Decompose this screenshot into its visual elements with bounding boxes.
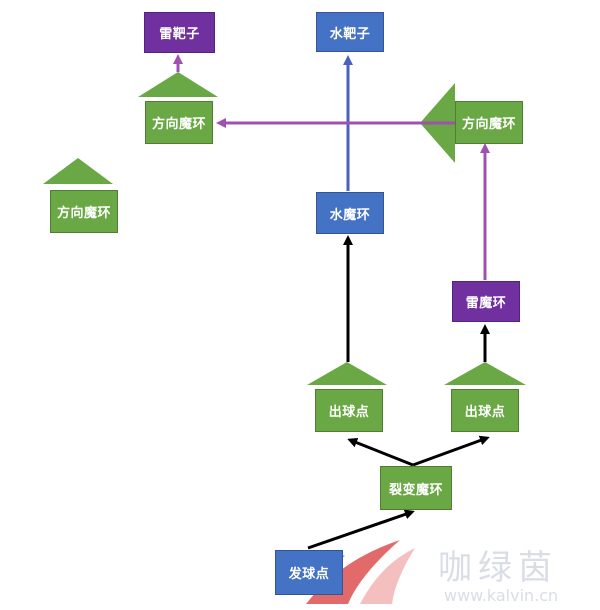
node-label: 方向魔环 xyxy=(461,117,516,132)
node-label: 出球点 xyxy=(328,405,370,420)
fission-ring-node: 裂变魔环 xyxy=(380,466,452,510)
node-label: 裂变魔环 xyxy=(388,482,443,498)
node-label: 出球点 xyxy=(464,405,506,420)
direction-up-arrow-icon xyxy=(444,362,526,385)
water-ring-node: 水魔环 xyxy=(316,192,384,234)
watermark-brand: 咖绿茵 xyxy=(438,548,558,588)
thunder-target-node: 雷靶子 xyxy=(144,12,215,53)
node-label: 发球点 xyxy=(288,567,330,582)
direction-ring-node: 方向魔环 xyxy=(50,190,118,233)
node-label: 雷魔环 xyxy=(465,296,507,311)
node-label: 水靶子 xyxy=(329,26,371,42)
node-label: 雷靶子 xyxy=(159,27,200,42)
direction-up-arrow-icon xyxy=(138,72,218,97)
direction-up-arrow-icon xyxy=(307,362,387,385)
node-label: 方向魔环 xyxy=(56,206,111,221)
path-arrow xyxy=(347,437,414,467)
node-label: 水魔环 xyxy=(329,207,371,223)
direction-ring-node: 方向魔环 xyxy=(455,101,523,144)
thunder-ring-node: 雷魔环 xyxy=(452,281,520,322)
launch-point-node: 发球点 xyxy=(275,550,343,595)
node-label: 方向魔环 xyxy=(151,117,206,132)
direction-ring-node: 方向魔环 xyxy=(145,101,213,144)
watermark-url: www.kalvin.cn xyxy=(444,586,559,605)
exit-point-node: 出球点 xyxy=(451,389,519,432)
water-target-node: 水靶子 xyxy=(316,12,384,52)
path-arrow xyxy=(307,509,415,550)
exit-point-node: 出球点 xyxy=(315,389,383,432)
direction-up-arrow-icon xyxy=(43,158,113,184)
path-arrow xyxy=(412,435,490,467)
